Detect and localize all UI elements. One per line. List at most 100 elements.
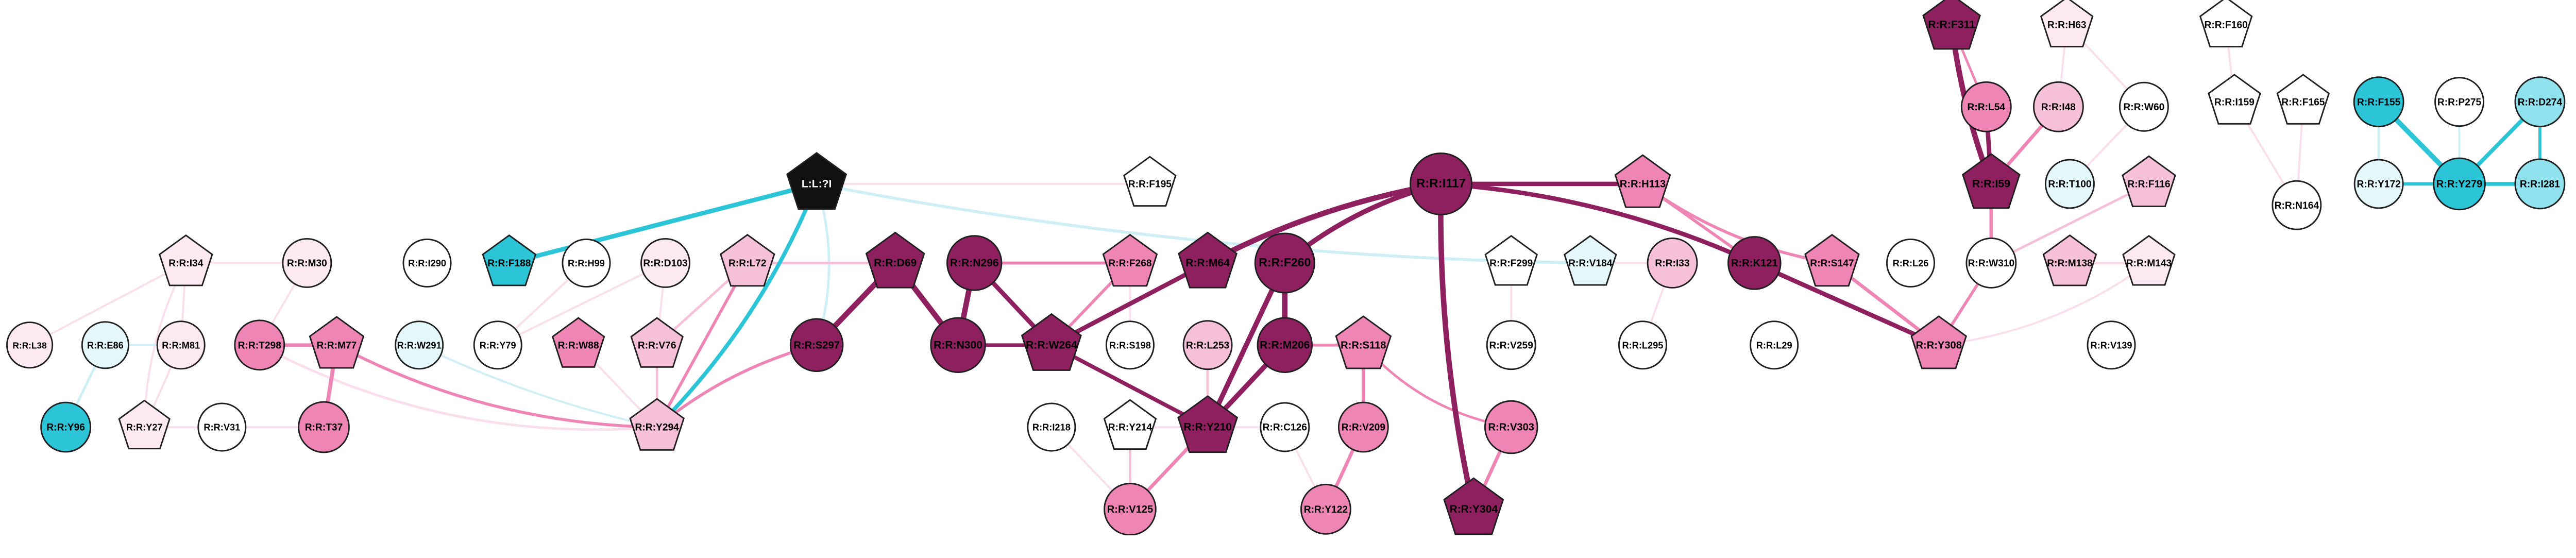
- node-r-r-f195[interactable]: R:R:F195: [1123, 156, 1177, 207]
- node-r-r-f268[interactable]: R:R:F268: [1102, 233, 1158, 287]
- node-r-r-v259[interactable]: R:R:V259: [1486, 320, 1536, 370]
- pentagon-node-shape: [1922, 0, 1981, 50]
- circle-node-shape: [6, 322, 54, 369]
- node-r-r-l38[interactable]: R:R:L38: [6, 322, 54, 369]
- node-r-r-l54[interactable]: R:R:L54: [1960, 81, 2012, 132]
- pentagon-node-shape: [1563, 234, 1617, 286]
- node-r-r-p275[interactable]: R:R:P275: [2434, 77, 2484, 127]
- node-r-r-d69[interactable]: R:R:D69: [865, 231, 925, 289]
- node-r-r-s297[interactable]: R:R:S297: [789, 318, 844, 373]
- node-r-r-f260[interactable]: R:R:F260: [1254, 232, 1315, 294]
- node-r-r-t37[interactable]: R:R:T37: [298, 401, 350, 453]
- node-r-r-v125[interactable]: R:R:V125: [1104, 482, 1157, 536]
- node-r-r-k121[interactable]: R:R:K121: [1727, 236, 1782, 290]
- node-r-r-s147[interactable]: R:R:S147: [1804, 233, 1860, 287]
- node-r-r-c126[interactable]: R:R:C126: [1260, 402, 1310, 452]
- node-r-r-l72[interactable]: R:R:L72: [719, 233, 775, 287]
- node-r-r-s198[interactable]: R:R:S198: [1105, 320, 1155, 370]
- node-r-r-i34[interactable]: R:R:I34: [158, 234, 213, 286]
- node-r-r-m77[interactable]: R:R:M77: [309, 316, 365, 369]
- node-r-r-f165[interactable]: R:R:F165: [2276, 74, 2330, 125]
- pentagon-node-shape: [1962, 153, 2021, 209]
- node-r-r-m143[interactable]: R:R:M143: [2122, 234, 2176, 286]
- edge-r-r-i117--r-r-k121: [1438, 181, 1757, 265]
- node-r-r-y304[interactable]: R:R:Y304: [1443, 477, 1504, 535]
- node-r-r-l295[interactable]: R:R:L295: [1618, 320, 1667, 370]
- node-r-r-m81[interactable]: R:R:M81: [156, 320, 206, 370]
- pentagon-node-shape: [629, 398, 685, 451]
- node-r-r-d103[interactable]: R:R:D103: [640, 238, 690, 288]
- node-r-r-t100[interactable]: R:R:T100: [2044, 159, 2095, 209]
- node-r-r-i159[interactable]: R:R:I159: [2208, 74, 2261, 125]
- node-r-r-l26[interactable]: R:R:L26: [1886, 238, 1935, 288]
- node-r-r-m64[interactable]: R:R:M64: [1178, 231, 1238, 289]
- node-r-r-w291[interactable]: R:R:W291: [395, 320, 444, 370]
- node-r-r-y27[interactable]: R:R:Y27: [118, 399, 171, 450]
- node-r-r-i33[interactable]: R:R:I33: [1647, 238, 1698, 289]
- node-r-r-f160[interactable]: R:R:F160: [2199, 0, 2253, 48]
- circle-node-shape: [2433, 157, 2486, 211]
- node-r-r-y79[interactable]: R:R:Y79: [473, 320, 522, 370]
- node-r-r-y96[interactable]: R:R:Y96: [40, 401, 92, 453]
- pentagon-node-shape: [630, 317, 684, 368]
- circle-node-shape: [1486, 320, 1536, 370]
- circle-node-shape: [1300, 483, 1351, 535]
- node-r-r-f155[interactable]: R:R:F155: [2353, 76, 2404, 128]
- node-r-r-i218[interactable]: R:R:I218: [1027, 402, 1076, 452]
- node-r-r-w310[interactable]: R:R:W310: [1965, 238, 2017, 289]
- node-r-r-h113[interactable]: R:R:H113: [1614, 154, 1671, 208]
- node-r-r-v303[interactable]: R:R:V303: [1484, 400, 1538, 454]
- node-r-r-t298[interactable]: R:R:T298: [234, 319, 285, 371]
- node-r-r-h63[interactable]: R:R:H63: [2040, 0, 2094, 48]
- circle-node-shape: [2353, 159, 2404, 209]
- node-r-r-f188[interactable]: R:R:F188: [482, 234, 537, 286]
- pentagon-node-shape: [865, 231, 925, 289]
- node-r-r-y279[interactable]: R:R:Y279: [2433, 157, 2486, 211]
- node-r-r-y122[interactable]: R:R:Y122: [1300, 483, 1351, 535]
- node-r-r-h99[interactable]: R:R:H99: [562, 238, 611, 288]
- node-r-r-y214[interactable]: R:R:Y214: [1103, 399, 1157, 450]
- node-l-l-i[interactable]: L:L:?I: [786, 151, 848, 210]
- node-r-r-f116[interactable]: R:R:F116: [2122, 155, 2176, 207]
- node-r-r-w88[interactable]: R:R:W88: [551, 317, 605, 368]
- node-r-r-w60[interactable]: R:R:W60: [2119, 81, 2169, 132]
- pentagon-node-shape: [1910, 315, 1968, 369]
- node-r-r-i48[interactable]: R:R:I48: [2032, 81, 2084, 132]
- node-r-r-m30[interactable]: R:R:M30: [282, 238, 332, 288]
- node-r-r-v184[interactable]: R:R:V184: [1563, 234, 1617, 286]
- node-r-r-v139[interactable]: R:R:V139: [2087, 320, 2136, 370]
- circle-node-shape: [1484, 400, 1538, 454]
- circle-node-shape: [234, 319, 285, 371]
- node-r-r-y172[interactable]: R:R:Y172: [2353, 159, 2404, 209]
- node-r-r-v209[interactable]: R:R:V209: [1337, 401, 1389, 453]
- node-r-r-n296[interactable]: R:R:N296: [946, 235, 1003, 291]
- pentagon-node-shape: [2040, 0, 2094, 48]
- node-r-r-i290[interactable]: R:R:I290: [402, 238, 452, 288]
- node-r-r-d274[interactable]: R:R:D274: [2514, 76, 2566, 128]
- circle-node-shape: [2087, 320, 2136, 370]
- node-r-r-n300[interactable]: R:R:N300: [930, 317, 986, 373]
- node-r-r-m206[interactable]: R:R:M206: [1257, 317, 1313, 373]
- node-r-r-y308[interactable]: R:R:Y308: [1910, 315, 1968, 369]
- circle-node-shape: [2272, 180, 2322, 230]
- circle-node-shape: [1410, 153, 1472, 215]
- circle-node-shape: [395, 320, 444, 370]
- node-r-r-i281[interactable]: R:R:I281: [2514, 158, 2566, 210]
- node-r-r-v76[interactable]: R:R:V76: [630, 317, 684, 368]
- circle-node-shape: [1337, 401, 1389, 453]
- node-r-r-i117[interactable]: R:R:I117: [1410, 153, 1472, 215]
- node-r-r-l253[interactable]: R:R:L253: [1182, 320, 1233, 370]
- node-r-r-e86[interactable]: R:R:E86: [81, 321, 129, 369]
- node-r-r-v31[interactable]: R:R:V31: [197, 402, 247, 452]
- circle-node-shape: [2119, 81, 2169, 132]
- pentagon-node-shape: [1178, 231, 1238, 289]
- node-r-r-s118[interactable]: R:R:S118: [1335, 315, 1392, 369]
- node-r-r-l29[interactable]: R:R:L29: [1750, 320, 1799, 370]
- node-r-r-f311[interactable]: R:R:F311: [1922, 0, 1981, 50]
- node-r-r-n164[interactable]: R:R:N164: [2272, 180, 2322, 230]
- edge-r-r-w291--r-r-y294: [418, 344, 658, 428]
- node-r-r-m138[interactable]: R:R:M138: [2042, 234, 2097, 286]
- node-r-r-f299[interactable]: R:R:F299: [1484, 234, 1538, 286]
